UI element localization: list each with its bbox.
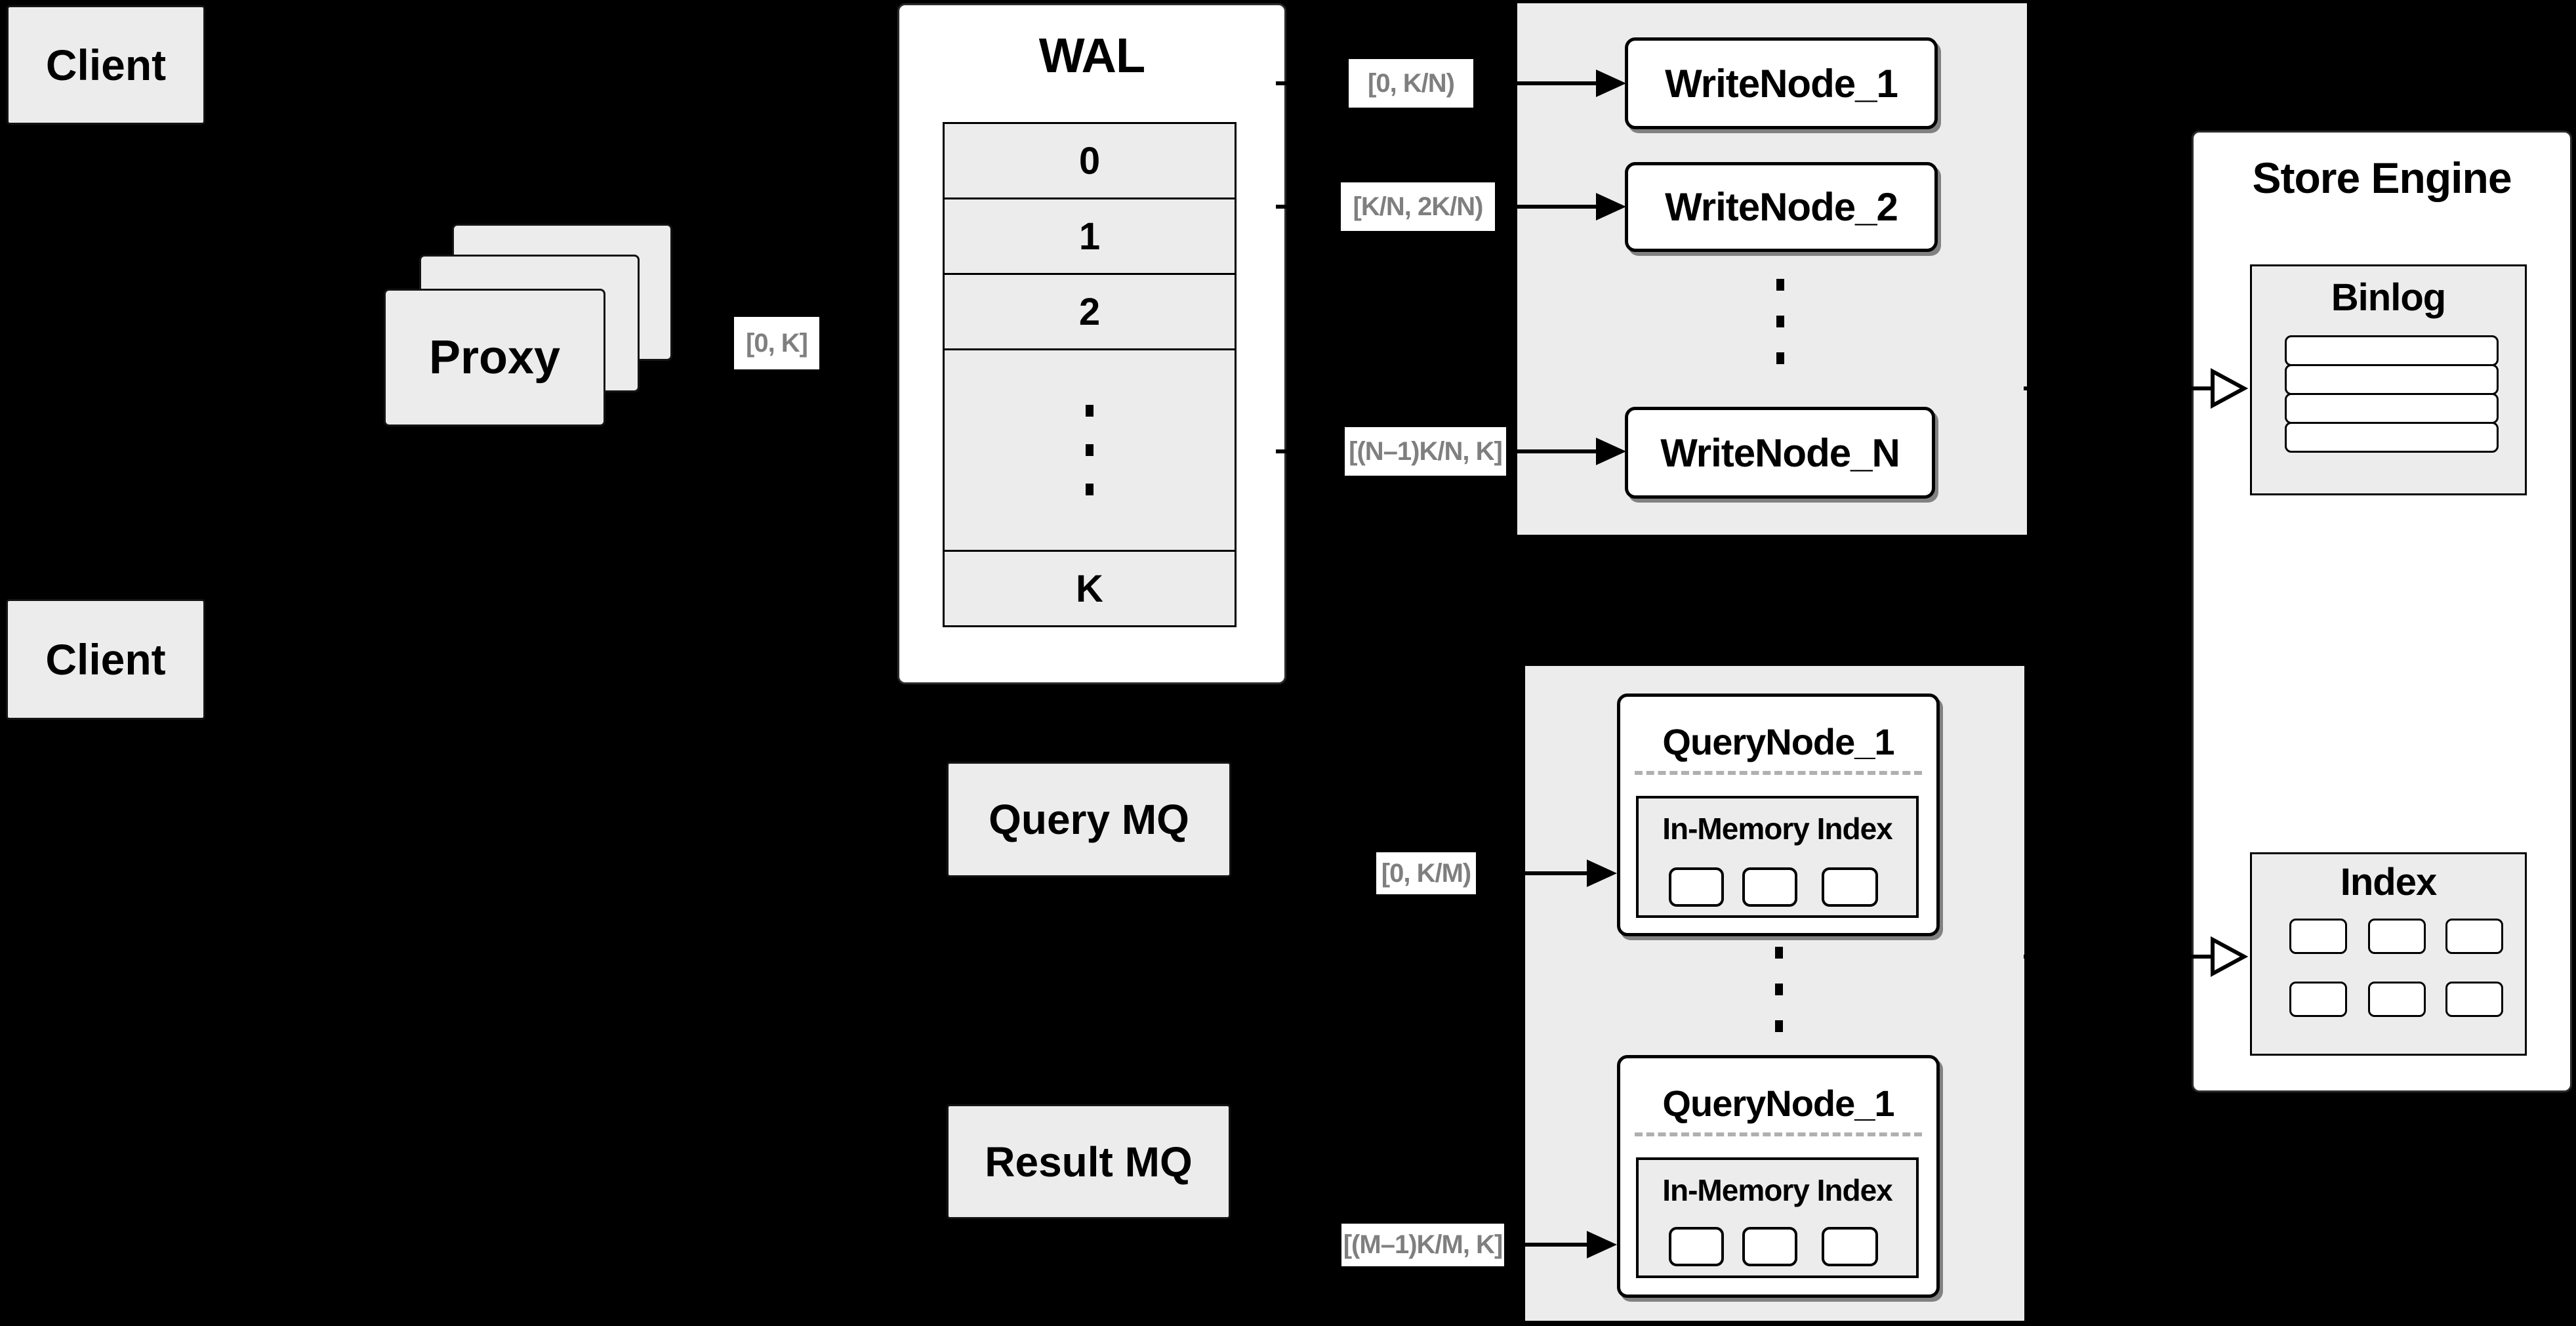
index-cell xyxy=(2289,919,2347,954)
binlog-row xyxy=(2285,335,2499,366)
range-label-writenode-1: [0, K/N) xyxy=(1349,59,1473,108)
write-node-2: WriteNode_2 xyxy=(1625,162,1938,252)
index-cell xyxy=(2289,982,2347,1017)
memory-segment xyxy=(1822,1227,1878,1266)
memory-segment xyxy=(1669,1227,1724,1266)
write-node-ellipsis-dots xyxy=(1776,279,1784,364)
hollow-arrow-binlog xyxy=(2024,367,2249,409)
range-label-writenode-2: [K/N, 2K/N) xyxy=(1341,182,1495,231)
range-label-querynode-top: [0, K/M) xyxy=(1376,852,1476,894)
query-node-bottom-divider xyxy=(1635,1132,1922,1136)
query-node-bottom-title: QueryNode_1 xyxy=(1662,1083,1894,1124)
write-node-2-label: WriteNode_2 xyxy=(1665,185,1898,229)
hollow-arrow-index xyxy=(2024,936,2249,978)
index-cell xyxy=(2445,982,2503,1017)
binlog-title: Binlog xyxy=(2331,276,2446,319)
binlog-row xyxy=(2285,364,2499,395)
write-node-n: WriteNode_N xyxy=(1625,407,1935,499)
arrow-head-writenode-n xyxy=(1596,438,1626,465)
arrow-head-querynode-bottom xyxy=(1587,1231,1617,1258)
range-label-writenode-n: [(N–1)K/N, K] xyxy=(1345,427,1506,476)
write-node-n-label: WriteNode_N xyxy=(1660,430,1900,475)
query-node-top-title: QueryNode_1 xyxy=(1662,721,1894,762)
range-label-proxy: [0, K] xyxy=(734,317,819,369)
client-bottom-label: Client xyxy=(45,635,166,684)
inmemory-index-top-title: In-Memory Index xyxy=(1662,812,1893,846)
wal-ellipsis-dots xyxy=(1086,405,1094,495)
range-label-writenode-2-text: [K/N, 2K/N) xyxy=(1353,192,1484,221)
result-mq-label: Result MQ xyxy=(985,1138,1193,1186)
wal-row-2-label: 2 xyxy=(1078,290,1101,333)
query-node-top-divider xyxy=(1635,771,1922,775)
arrow-head-writenode-2 xyxy=(1596,193,1626,220)
range-label-querynode-bottom-text: [(M–1)K/M, K] xyxy=(1343,1230,1503,1259)
memory-segment xyxy=(1742,1227,1797,1266)
query-mq-box: Query MQ xyxy=(947,762,1231,877)
wal-row-0-label: 0 xyxy=(1078,139,1101,182)
inmemory-index-bottom-title: In-Memory Index xyxy=(1662,1173,1893,1207)
memory-segment xyxy=(1669,867,1724,907)
index-cell xyxy=(2368,982,2426,1017)
memory-segment xyxy=(1742,867,1797,907)
index-box xyxy=(2250,852,2527,1056)
store-engine-title: Store Engine xyxy=(2252,154,2512,202)
index-cell xyxy=(2445,919,2503,954)
proxy-card-front: Proxy xyxy=(384,289,605,426)
index-title: Index xyxy=(2340,861,2438,903)
result-mq-box: Result MQ xyxy=(947,1104,1231,1219)
query-mq-label: Query MQ xyxy=(989,796,1189,843)
query-node-ellipsis-dots xyxy=(1775,947,1783,1032)
memory-segment xyxy=(1822,867,1878,907)
wal-row-k: K xyxy=(943,550,1237,627)
client-top-label: Client xyxy=(45,41,167,89)
proxy-label: Proxy xyxy=(428,331,561,384)
arrow-head-writenode-1 xyxy=(1596,70,1626,97)
write-node-1: WriteNode_1 xyxy=(1625,37,1938,129)
write-node-1-label: WriteNode_1 xyxy=(1665,61,1898,106)
range-label-querynode-top-text: [0, K/M) xyxy=(1381,858,1471,888)
arrow-head-querynode-top xyxy=(1587,860,1617,887)
range-label-writenode-n-text: [(N–1)K/N, K] xyxy=(1349,436,1503,466)
range-label-writenode-1-text: [0, K/N) xyxy=(1368,68,1455,98)
wal-row-1: 1 xyxy=(943,197,1237,275)
client-box-top: Client xyxy=(7,5,205,125)
wal-row-2: 2 xyxy=(943,273,1237,350)
wal-row-ellipsis xyxy=(943,348,1237,552)
range-label-querynode-bottom: [(M–1)K/M, K] xyxy=(1341,1224,1504,1266)
wal-title: WAL xyxy=(1038,28,1145,83)
wal-row-0: 0 xyxy=(943,122,1237,199)
client-box-bottom: Client xyxy=(6,599,205,720)
wal-row-k-label: K xyxy=(1076,567,1103,610)
binlog-row xyxy=(2285,422,2499,453)
range-label-proxy-text: [0, K] xyxy=(746,328,808,358)
binlog-row xyxy=(2285,393,2499,424)
wal-row-1-label: 1 xyxy=(1078,215,1101,258)
index-cell xyxy=(2368,919,2426,954)
